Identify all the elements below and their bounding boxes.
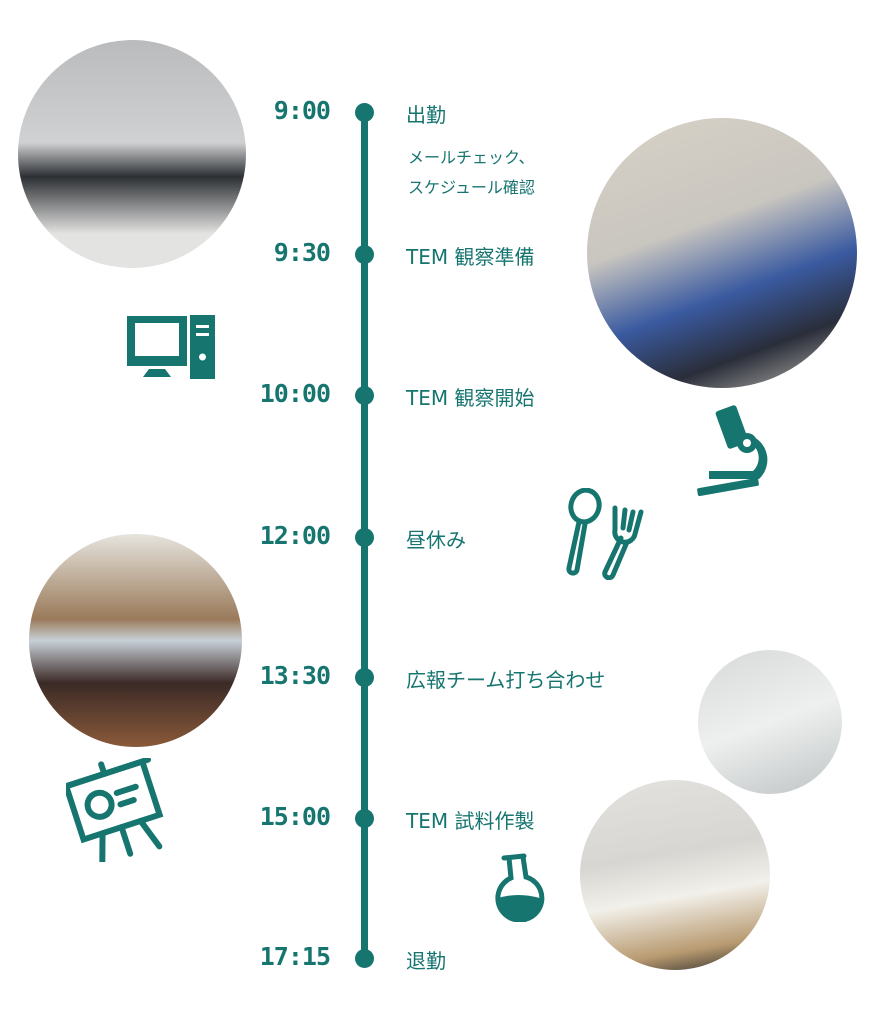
office-photo — [18, 40, 246, 268]
sample-grid-photo — [698, 650, 842, 794]
microscope-icon — [697, 405, 768, 497]
time-label: 9:00 — [273, 96, 331, 125]
time-label: 17:15 — [259, 942, 331, 971]
timeline-dot — [355, 245, 374, 264]
timeline-dot — [355, 103, 374, 122]
spoon-fork-icon — [566, 488, 644, 580]
timeline-dot — [355, 668, 374, 687]
event-label: TEM 観察開始 — [406, 386, 535, 410]
presentation-icon — [66, 758, 164, 862]
event-label: 出勤 — [406, 103, 446, 127]
time-label: 10:00 — [259, 379, 331, 408]
time-label: 15:00 — [259, 802, 331, 831]
event-label: 退勤 — [406, 949, 446, 973]
time-label: 9:30 — [273, 238, 331, 267]
event-label: TEM 試料作製 — [406, 809, 535, 833]
timeline-dot — [355, 386, 374, 405]
event-label: 昼休み — [406, 528, 466, 552]
sample-prep-photo — [580, 780, 770, 970]
timeline-dot — [355, 949, 374, 968]
time-label: 13:30 — [259, 661, 331, 690]
tem-microscope-photo — [587, 118, 857, 388]
computer-icon — [127, 315, 215, 379]
timeline-dot — [355, 528, 374, 547]
meeting-photo — [29, 534, 242, 747]
event-note: メールチェック、 — [408, 148, 535, 167]
event-label: 広報チーム打ち合わせ — [406, 668, 606, 692]
event-label: TEM 観察準備 — [406, 245, 535, 269]
time-label: 12:00 — [259, 521, 331, 550]
timeline-dot — [355, 809, 374, 828]
event-note: スケジュール確認 — [408, 178, 535, 197]
flask-icon — [495, 853, 545, 922]
